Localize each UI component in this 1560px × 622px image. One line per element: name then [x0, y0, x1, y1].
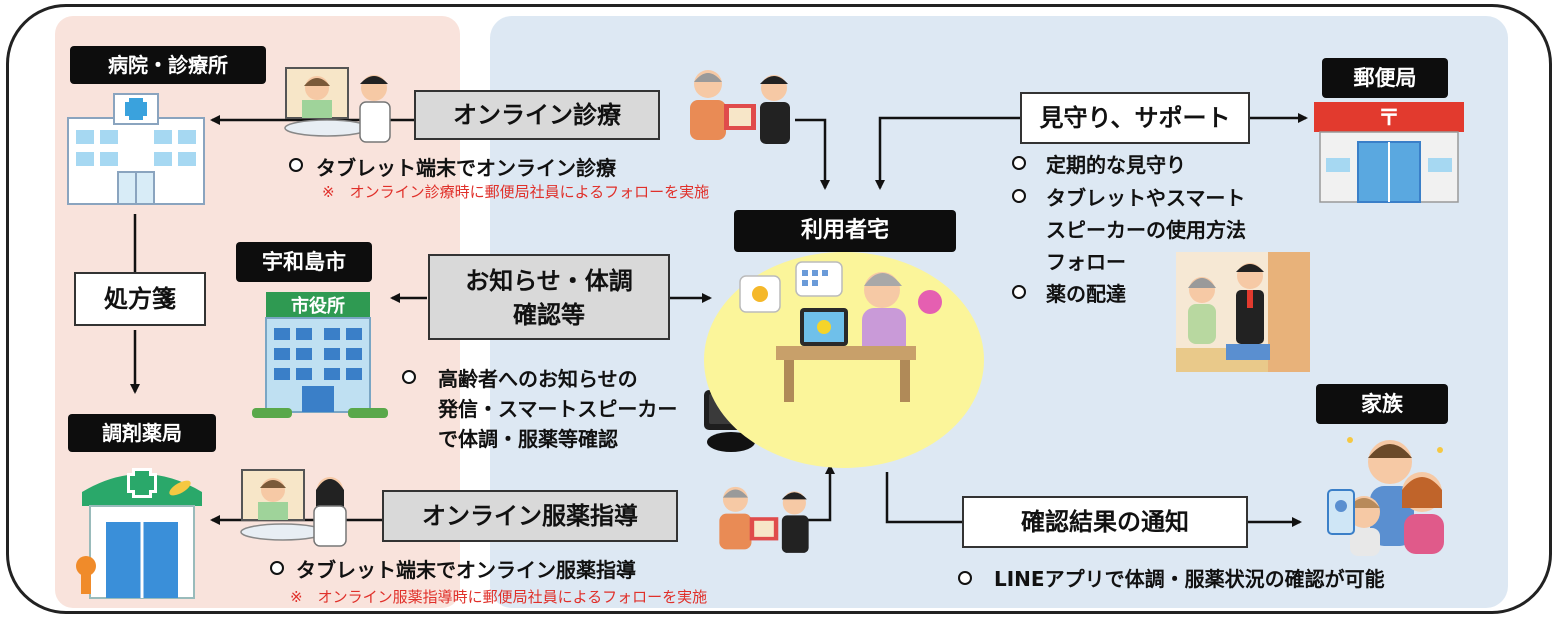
watch-item-1: 定期的な見守り — [1046, 153, 1186, 177]
home-label: 利用者宅 — [734, 210, 956, 252]
online-medical-flow: オンライン診療 — [414, 90, 660, 140]
city-hall-icon: 市役所 — [252, 292, 388, 418]
bullet-icon — [1012, 189, 1026, 203]
bullet-icon — [958, 571, 972, 585]
bullet-icon — [402, 370, 416, 384]
bullet-icon — [1012, 156, 1026, 170]
notice-flow-line1: お知らせ・体調 — [465, 267, 633, 295]
doctor-video-icon — [284, 67, 391, 143]
notice-flow-line2: 確認等 — [513, 301, 585, 329]
watch-item-2a: タブレットやスマート — [1046, 186, 1246, 210]
watch-support-flow: 見守り、サポート — [1020, 92, 1250, 144]
city-desc-line2: 発信・スマートスピーカー — [438, 397, 678, 421]
hospital-icon — [67, 93, 205, 205]
post-office-label: 郵便局 — [1322, 58, 1448, 98]
outer-frame — [6, 4, 1552, 614]
bullet-icon — [289, 158, 303, 172]
pharmacy-icon — [76, 468, 202, 599]
watch-item-2c: フォロー — [1046, 250, 1126, 274]
city-desc-line1: 高齢者へのお知らせの — [438, 367, 638, 391]
postal-visit-icon — [1176, 252, 1310, 372]
family-label: 家族 — [1316, 384, 1448, 424]
watch-item-3: 薬の配達 — [1046, 282, 1126, 306]
city-label: 宇和島市 — [236, 242, 372, 282]
postal-staff-tablet-icon — [719, 486, 809, 553]
city-desc-line3: で体調・服薬等確認 — [438, 427, 618, 451]
family-desc: LINEアプリで体調・服薬状況の確認が可能 — [994, 567, 1385, 591]
family-icon — [1327, 437, 1444, 556]
online-medical-desc: タブレット端末でオンライン診療 — [316, 156, 616, 180]
bullet-icon — [1012, 285, 1026, 299]
post-office-icon: 〒 — [1314, 102, 1464, 203]
online-medication-desc: タブレット端末でオンライン服薬指導 — [296, 558, 636, 582]
home-illustration — [704, 252, 984, 468]
notice-flow: お知らせ・体調 確認等 — [428, 254, 670, 340]
bullet-icon — [270, 561, 284, 575]
postal-staff-tablet-icon — [690, 70, 790, 144]
watch-item-2b: スピーカーの使用方法 — [1046, 218, 1246, 242]
city-hall-sign: 市役所 — [291, 295, 345, 317]
prescription-box: 処方箋 — [74, 272, 206, 326]
pharmacist-video-icon — [240, 469, 347, 547]
online-medication-flow: オンライン服薬指導 — [382, 490, 678, 542]
svg-text:〒: 〒 — [1378, 106, 1400, 131]
result-notify-flow: 確認結果の通知 — [962, 496, 1248, 548]
pharmacy-label: 調剤薬局 — [68, 414, 216, 452]
online-medication-note: ※ オンライン服薬指導時に郵便局社員によるフォローを実施 — [290, 588, 708, 606]
online-medical-note: ※ オンライン診療時に郵便局社員によるフォローを実施 — [322, 183, 710, 201]
hospital-label: 病院・診療所 — [70, 46, 266, 84]
